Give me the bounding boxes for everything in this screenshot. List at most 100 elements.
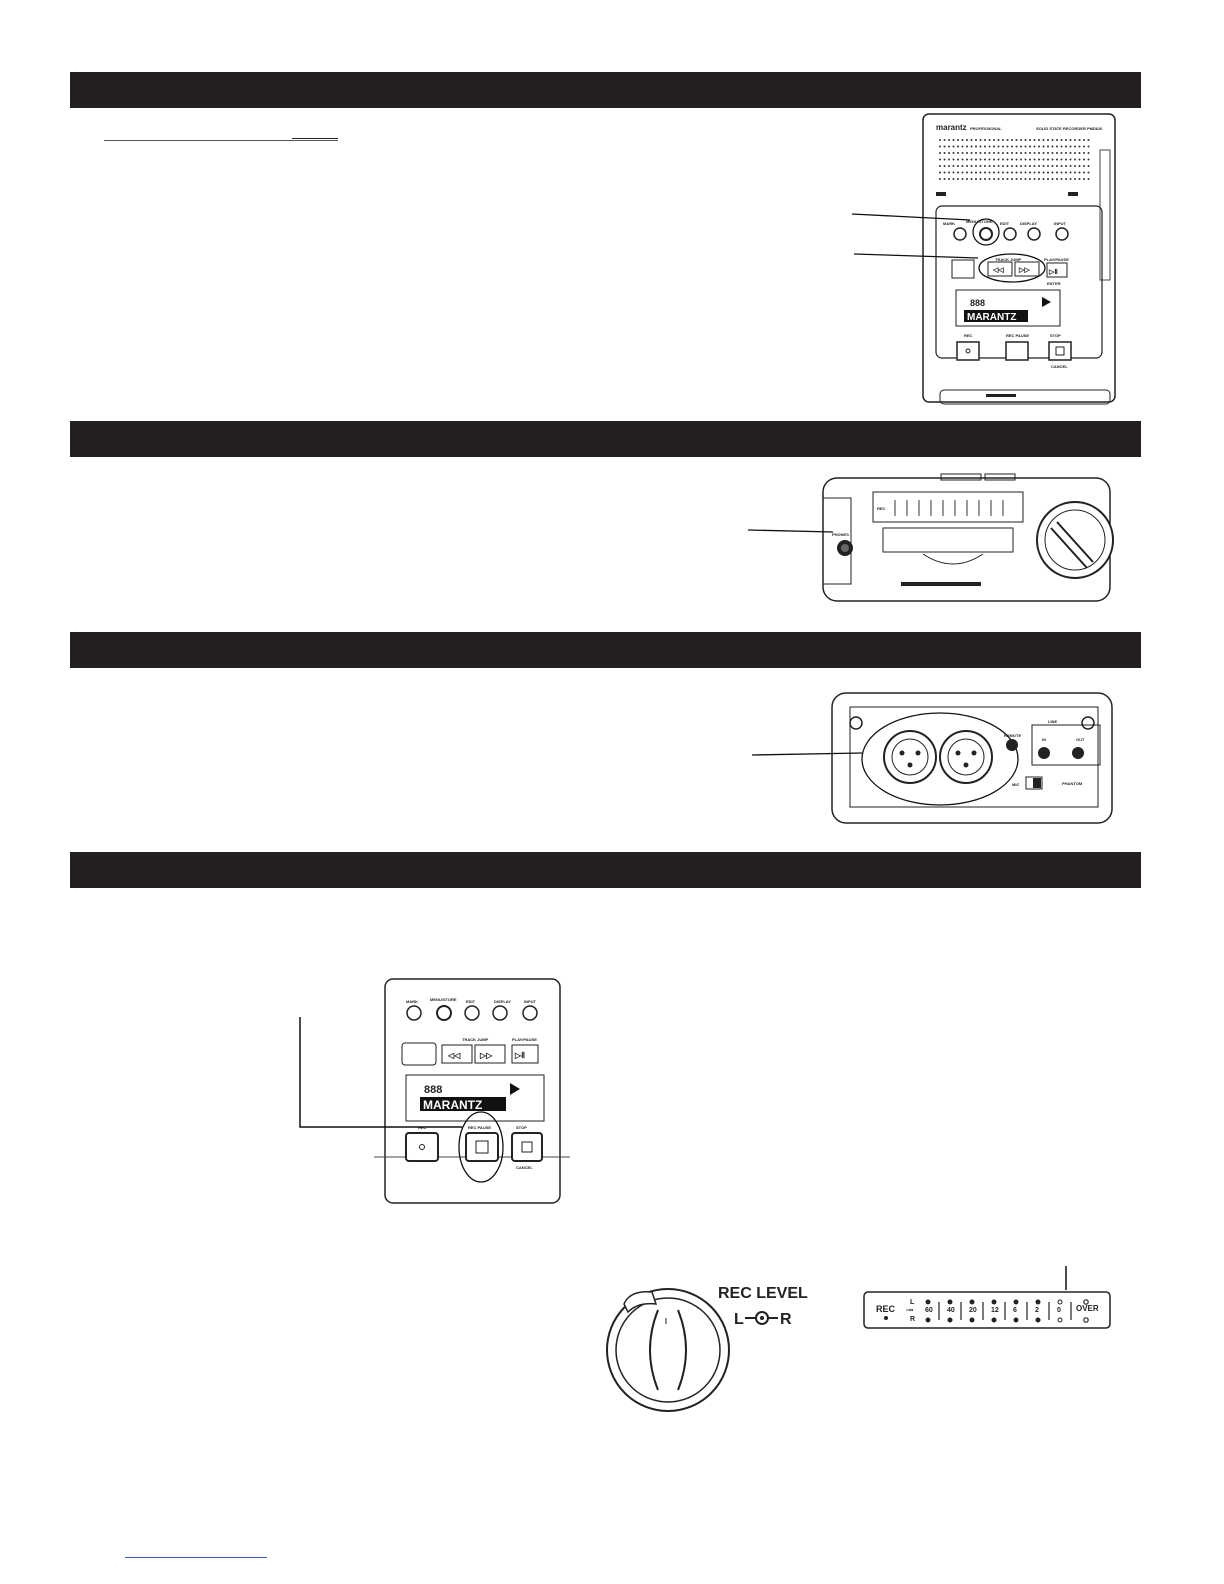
play-pause-button[interactable] xyxy=(1046,262,1068,278)
closeup-play-pause-button[interactable] xyxy=(511,1044,539,1064)
model-line-text: SOLID STATE RECORDER PMD620 xyxy=(1036,126,1103,131)
xlr-highlight xyxy=(861,712,1019,806)
track-jump-highlight xyxy=(978,253,1046,283)
rec-pause-button[interactable] xyxy=(1005,341,1029,361)
meter-led-left xyxy=(1013,1299,1019,1305)
closeup-display-label: DISPLAY xyxy=(494,999,511,1004)
rec-button[interactable] xyxy=(956,341,980,361)
rec-level-dial[interactable] xyxy=(606,1288,730,1412)
closeup-stop-button[interactable] xyxy=(511,1132,543,1162)
meter-strip xyxy=(863,1291,1111,1329)
footer-link-rule xyxy=(125,1557,267,1558)
meter-led-right xyxy=(925,1317,931,1323)
section-bar-1 xyxy=(70,72,1141,108)
skip-forward-button[interactable] xyxy=(1014,261,1040,277)
closeup-stop-label: STOP xyxy=(516,1125,527,1130)
closeup-input-button[interactable] xyxy=(522,1005,538,1021)
rec-label: REC xyxy=(964,333,973,338)
mark-button[interactable] xyxy=(953,227,967,241)
closeup-menu-store-label: MENU/STORE xyxy=(430,997,457,1002)
closeup-input-key[interactable] xyxy=(401,1042,437,1066)
closeup-rewind-icon: ◁◁ xyxy=(447,1051,461,1060)
cancel-label: CANCEL xyxy=(1051,364,1068,369)
rewind-icon: ◁◁ xyxy=(992,267,1004,274)
recorder-front-figure: marantz PROFESSIONAL SOLID STATE RECORDE… xyxy=(851,113,1116,405)
speaker-grille xyxy=(939,139,1090,180)
meter-led-left xyxy=(1057,1299,1063,1305)
rec-pause-highlight xyxy=(458,1111,504,1183)
skip-back-button[interactable] xyxy=(987,261,1013,277)
recorder-side-phones-figure: PHONES REC xyxy=(747,473,1114,602)
meter-left-label: L xyxy=(910,1299,915,1306)
line-in-jack[interactable] xyxy=(1038,747,1050,759)
closeup-mark-button[interactable] xyxy=(406,1005,422,1021)
subheading-underline-accent xyxy=(292,138,338,139)
rec-level-knob[interactable] xyxy=(1036,501,1114,579)
closeup-lcd-brand-text: MARANTZ xyxy=(423,1098,482,1112)
control-panel-closeup-figure: MARK MENU/STORE EDIT DISPLAY INPUT TRACK… xyxy=(299,978,570,1204)
phones-label: PHONES xyxy=(832,532,849,537)
input-button[interactable] xyxy=(1055,227,1069,241)
rec-level-title: REC LEVEL xyxy=(718,1285,808,1302)
meter-led-left xyxy=(991,1299,997,1305)
rec-level-knob-figure: REC LEVEL L R xyxy=(606,1285,808,1412)
meter-right-label: R xyxy=(910,1316,915,1323)
meter-led-right xyxy=(947,1317,953,1323)
subheading-underline xyxy=(104,140,338,141)
line-out-label: OUT xyxy=(1076,737,1085,742)
meter-scale-label: 40 xyxy=(947,1307,955,1314)
closeup-input-label: INPUT xyxy=(524,999,537,1004)
meter-led-left xyxy=(947,1299,953,1305)
enter-label: ENTER xyxy=(1047,281,1061,286)
section-bar-2 xyxy=(70,421,1141,457)
input-label: INPUT xyxy=(1054,221,1067,226)
meter-inf-label: -∞ xyxy=(906,1307,913,1314)
closeup-skip-forward-button[interactable] xyxy=(474,1044,506,1064)
closeup-display-button[interactable] xyxy=(492,1005,508,1021)
meter-scale-label: 6 xyxy=(1013,1307,1017,1314)
callout-phones xyxy=(747,529,834,533)
meter-scale-label: 0 xyxy=(1057,1307,1061,1314)
lcd-play-icon xyxy=(1042,297,1051,307)
lcd-brand-text: MARANTZ xyxy=(967,312,1016,323)
closeup-skip-back-button[interactable] xyxy=(441,1044,473,1064)
menu-store-highlight xyxy=(972,218,1000,246)
line-out-jack[interactable] xyxy=(1072,747,1084,759)
brand-logo-text: marantz xyxy=(936,123,967,132)
edit-button[interactable] xyxy=(1003,227,1017,241)
input-key[interactable] xyxy=(951,259,975,279)
meter-led-right xyxy=(991,1317,997,1323)
closeup-play-pause-icon: ▷Ⅱ xyxy=(514,1051,525,1060)
closeup-track-jump-label: TRACK JUMP xyxy=(462,1037,489,1042)
stop-button[interactable] xyxy=(1048,341,1072,361)
closeup-edit-button[interactable] xyxy=(464,1005,480,1021)
meter-scale-label: 20 xyxy=(969,1307,977,1314)
mark-label: MARK xyxy=(943,221,955,226)
display-label: DISPLAY xyxy=(1020,221,1037,226)
closeup-cancel-label: CANCEL xyxy=(516,1165,533,1170)
closeup-menu-store-button[interactable] xyxy=(436,1005,452,1021)
meter-scale-label: 2 xyxy=(1035,1307,1039,1314)
track-jump-label: TRACK JUMP xyxy=(995,257,1022,262)
closeup-rec-button[interactable] xyxy=(405,1132,439,1162)
section-bar-3 xyxy=(70,632,1141,668)
display-button[interactable] xyxy=(1027,227,1041,241)
brand-sub-text: PROFESSIONAL xyxy=(970,126,1002,131)
closeup-play-pause-label: PLAY/PAUSE xyxy=(512,1037,537,1042)
rec-level-right-label: R xyxy=(780,1311,792,1328)
closeup-mark-label: MARK xyxy=(406,999,418,1004)
closeup-rec-pause-button[interactable] xyxy=(465,1132,499,1162)
closeup-rec-pause-label: REC PAUSE xyxy=(468,1125,491,1130)
meter-over-label: OVER xyxy=(1076,1304,1099,1313)
meter-rec-label: REC xyxy=(876,1304,896,1314)
play-pause-label: PLAY/PAUSE xyxy=(1044,257,1069,262)
line-label: LINE xyxy=(1048,719,1057,724)
callout-rec-pause xyxy=(299,1017,462,1128)
play-pause-icon: ▷Ⅱ xyxy=(1048,268,1058,276)
closeup-lcd-track-number: 888 xyxy=(424,1084,442,1096)
menu-store-button[interactable] xyxy=(979,227,993,241)
meter-led-left xyxy=(1035,1299,1041,1305)
menu-store-label: MENU/STORE xyxy=(966,219,993,224)
meter-led-left xyxy=(925,1299,931,1305)
